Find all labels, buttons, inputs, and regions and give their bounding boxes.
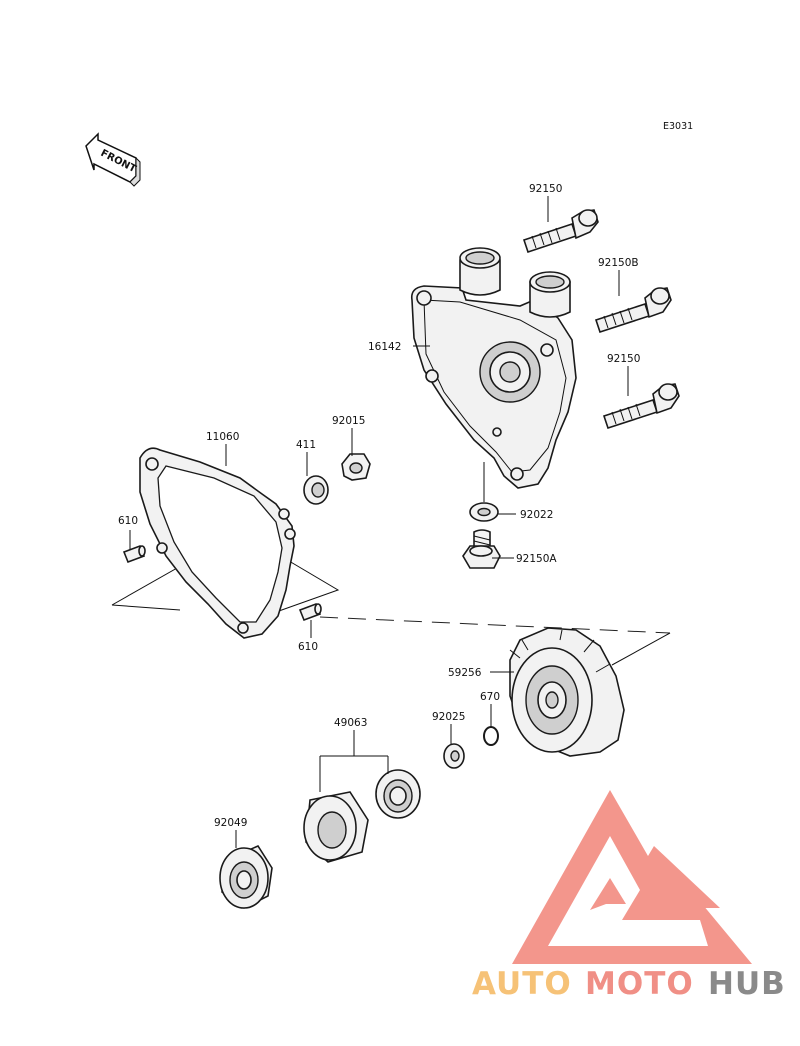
part-label: 92049 [214, 817, 247, 829]
part-label: 92025 [432, 711, 465, 723]
seal-49063-small [375, 769, 421, 819]
bolt-92150-lower [602, 383, 680, 430]
pump-cover [410, 247, 577, 489]
nut-92015 [341, 453, 371, 481]
part-label: 92150 [607, 353, 640, 365]
part-label: 92022 [520, 509, 553, 521]
bolt-92150a [462, 529, 501, 569]
oring-670 [483, 726, 499, 746]
watermark-moto: MOTO [585, 966, 694, 1002]
washer-92022 [469, 502, 499, 522]
seal-49063-large [303, 791, 369, 863]
part-label: 92015 [332, 415, 365, 427]
watermark: AUTO MOTO HUB [472, 790, 786, 1002]
oring-411 [303, 475, 329, 505]
part-label: 92150A [516, 553, 557, 565]
part-labels: 92150 92150B 16142 92150 11060 411 92015… [118, 183, 640, 829]
washer-92025 [443, 743, 465, 769]
part-label: 670 [480, 691, 500, 703]
part-label: 610 [298, 641, 318, 653]
leader-lines [129, 196, 629, 848]
bolt-92150b [594, 287, 672, 334]
dowel-pin-right [298, 602, 322, 622]
watermark-logo-icon [512, 790, 752, 964]
diagram-code: E3031 [663, 121, 693, 132]
gasket-11060 [139, 447, 296, 639]
part-label: 16142 [368, 341, 401, 353]
dowel-pin-left [122, 544, 146, 564]
part-label: 92150 [529, 183, 562, 195]
part-label: 610 [118, 515, 138, 527]
front-arrow-icon: FRONT [85, 132, 141, 187]
watermark-hub: HUB [708, 966, 786, 1002]
part-label: 11060 [206, 431, 239, 443]
watermark-auto: AUTO [472, 966, 572, 1002]
part-label: 92150B [598, 257, 639, 269]
part-label: 49063 [334, 717, 367, 729]
part-label: 411 [296, 439, 316, 451]
impeller-59256 [509, 627, 625, 757]
part-label: 59256 [448, 667, 482, 679]
bolt-92150-top [522, 209, 599, 254]
bearing-92049 [219, 844, 273, 909]
